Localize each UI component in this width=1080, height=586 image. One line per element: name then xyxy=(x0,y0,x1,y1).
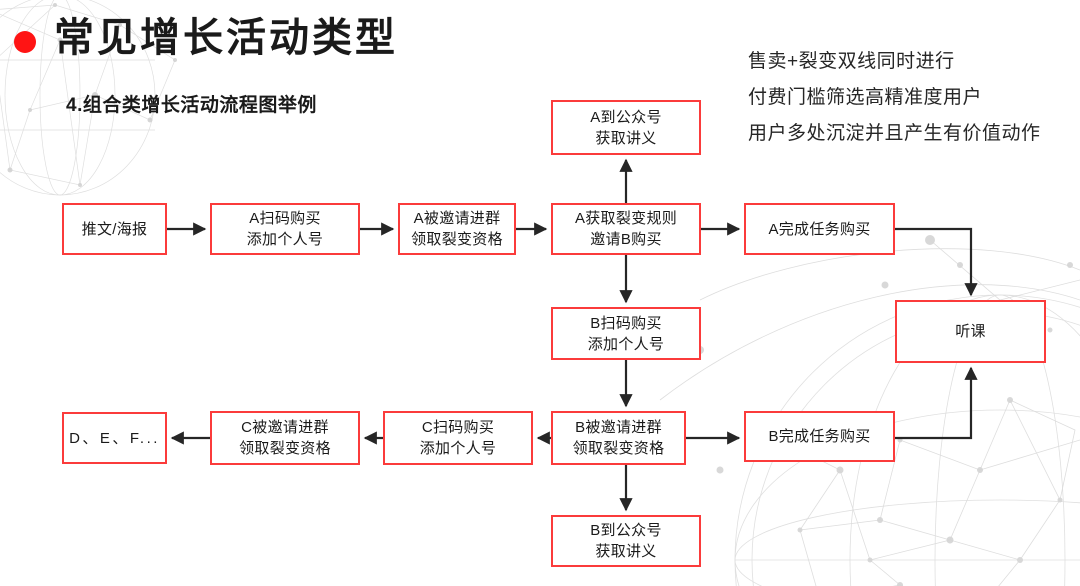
node-b-official[interactable]: B到公众号 获取讲义 xyxy=(551,515,701,567)
edge-b-done-to-listen xyxy=(895,366,978,440)
annotation-line-1: 售卖+裂变双线同时进行 xyxy=(748,51,955,72)
node-b-done[interactable]: B完成任务购买 xyxy=(744,411,895,462)
annotation-block: 售卖+裂变双线同时进行 付费门槛筛选高精准度用户 用户多处沉淀并且产生有价值动作 xyxy=(748,44,1041,152)
node-listen[interactable]: 听课 xyxy=(895,300,1046,363)
node-a-scan[interactable]: A扫码购买 添加个人号 xyxy=(210,203,360,255)
node-c-invited[interactable]: C被邀请进群 领取裂变资格 xyxy=(210,411,360,465)
page-subtitle: 4.组合类增长活动流程图举例 xyxy=(66,95,317,116)
annotation-line-2: 付费门槛筛选高精准度用户 xyxy=(748,87,983,108)
node-a-official[interactable]: A到公众号 获取讲义 xyxy=(551,100,701,155)
node-a-rule[interactable]: A获取裂变规则 邀请B购买 xyxy=(551,203,701,255)
node-b-scan[interactable]: B扫码购买 添加个人号 xyxy=(551,307,701,360)
node-a-done[interactable]: A完成任务购买 xyxy=(744,203,895,255)
node-a-invited[interactable]: A被邀请进群 领取裂变资格 xyxy=(398,203,516,255)
node-poster[interactable]: 推文/海报 xyxy=(62,203,167,255)
node-def[interactable]: D、E、F... xyxy=(62,412,167,464)
annotation-line-3: 用户多处沉淀并且产生有价值动作 xyxy=(748,123,1041,144)
bullet-dot-icon xyxy=(14,31,36,53)
node-b-invited[interactable]: B被邀请进群 领取裂变资格 xyxy=(551,411,686,465)
page-title: 常见增长活动类型 xyxy=(54,16,398,60)
edge-a-done-to-listen xyxy=(895,227,978,297)
node-c-scan[interactable]: C扫码购买 添加个人号 xyxy=(383,411,533,465)
